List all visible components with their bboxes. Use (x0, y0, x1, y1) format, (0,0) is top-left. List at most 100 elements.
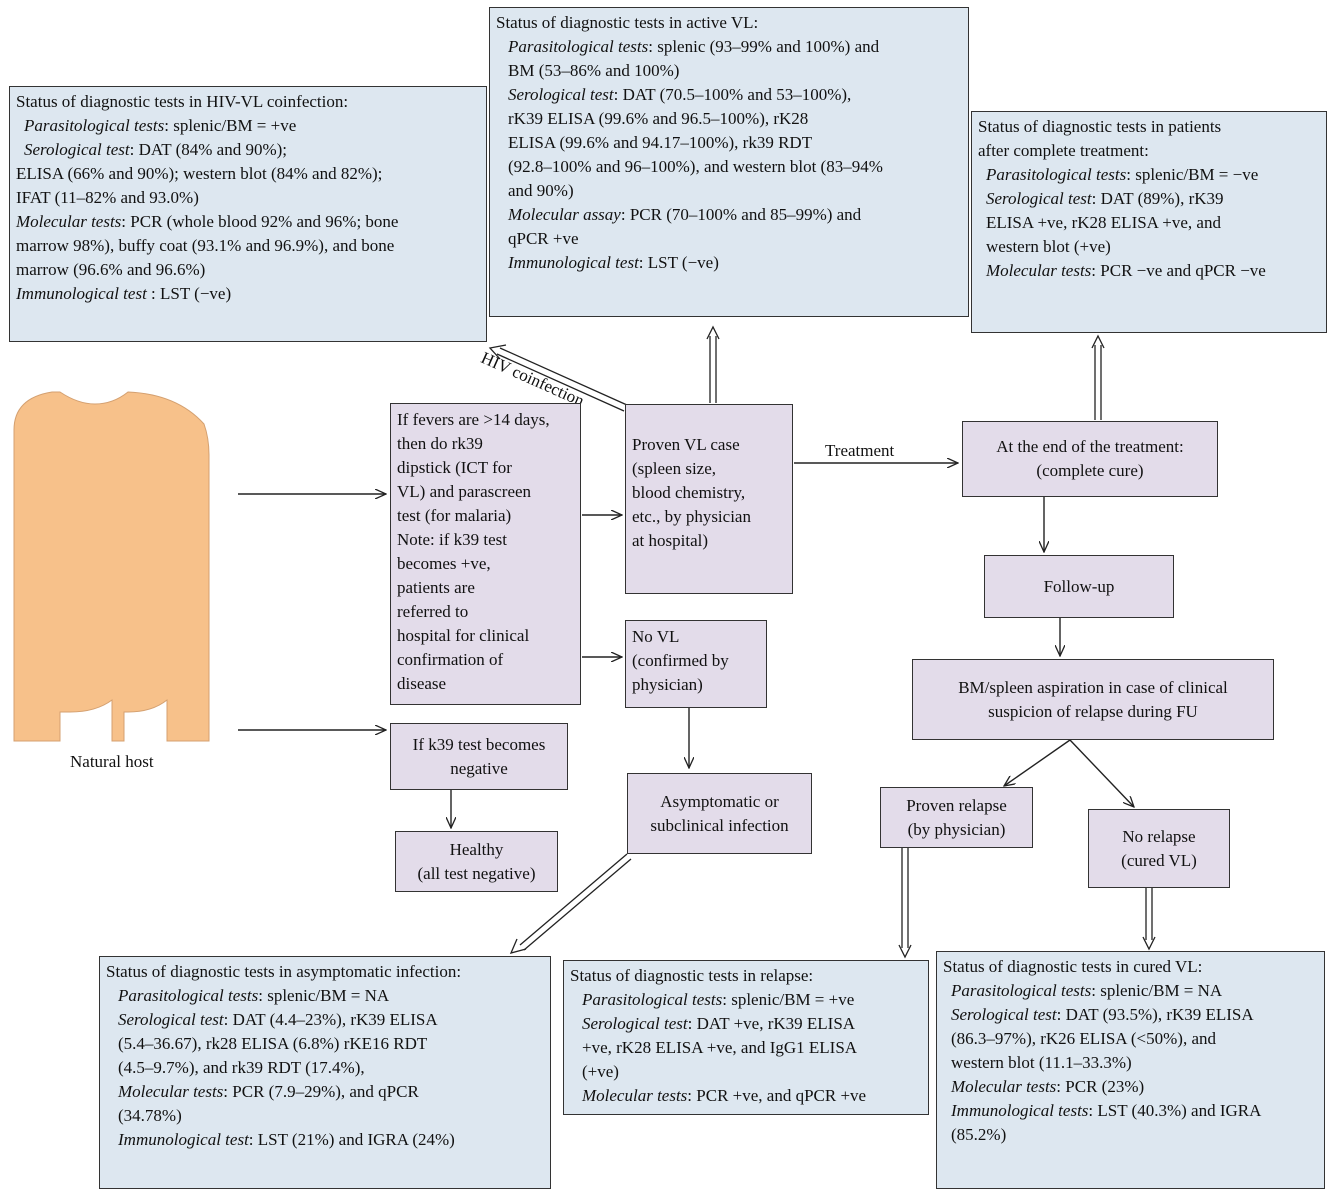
proven-line-1: Proven VL case (632, 435, 740, 454)
fever-line-4: VL) and parascreen (397, 482, 532, 501)
cured-molecular-label: Molecular tests (951, 1077, 1057, 1096)
relapse-line-2: (by physician) (907, 819, 1006, 839)
cured-serological-text: : DAT (93.5%), rK39 ELISA (1056, 1005, 1254, 1024)
active-parasitological-text: : splenic (93–99% and 100%) and (648, 37, 880, 56)
healthy-box: Healthy (all test negative) (395, 831, 558, 892)
k39-negative-box: If k39 test becomes negative (390, 723, 568, 790)
asym-small-line-1: Asymptomatic or (660, 791, 779, 811)
arrow-aspiration-to-norelapse (1069, 739, 1134, 807)
arrow-aspiration-to-relapse (1004, 739, 1071, 786)
cured-molecular-text: : PCR (23%) (1056, 1077, 1145, 1096)
asym-parasitological-label: Parasitological tests (118, 986, 259, 1005)
active-serological-label: Serological test (508, 85, 614, 104)
active-vl-status-box: Status of diagnostic tests in active VL:… (489, 7, 969, 317)
asym-serological-text: : DAT (4.4–23%), rK39 ELISA (223, 1010, 438, 1029)
neg-line-1: If k39 test becomes (412, 734, 546, 754)
asym-line-3: (5.4–36.67), rk28 ELISA (6.8%) rKE16 RDT (118, 1034, 428, 1053)
hiv-immunological-text: : LST (−ve) (146, 284, 232, 303)
fever-line-12: disease (397, 674, 447, 693)
fever-line-6: Note: if k39 test (397, 530, 508, 549)
asym-line-6: (34.78%) (118, 1106, 182, 1125)
double-arrow-asym-to-status (509, 853, 632, 954)
cured-vl-status-box: Status of diagnostic tests in cured VL: … (936, 951, 1325, 1189)
hiv-line-3: ELISA (66% and 90%); western blot (84% a… (16, 164, 383, 183)
relapse-parasitological-label: Parasitological tests (582, 990, 723, 1009)
proven-line-5: at hospital) (632, 531, 709, 550)
human-silhouette (13, 391, 210, 742)
asym-small-line-2: subclinical infection (650, 815, 789, 835)
fever-line-1: If fevers are >14 days, (397, 410, 550, 429)
relapse-status-line-4: (+ve) (582, 1062, 619, 1081)
asymptomatic-status-box: Status of diagnostic tests in asymptomat… (99, 956, 551, 1189)
relapse-parasitological-text: : splenic/BM = +ve (722, 990, 855, 1009)
active-parasitological-label: Parasitological tests (508, 37, 649, 56)
after-molecular-label: Molecular tests (986, 261, 1092, 280)
after-line-3: ELISA +ve, rK28 ELISA +ve, and (986, 213, 1221, 232)
active-line-6: (92.8–100% and 96–100%), and western blo… (508, 157, 883, 176)
after-parasitological-text: : splenic/BM = −ve (1126, 165, 1259, 184)
asym-immunological-label: Immunological test (118, 1130, 249, 1149)
novl-line-2: (confirmed by (632, 651, 729, 670)
fever-line-10: hospital for clinical (397, 626, 530, 645)
proven-relapse-box: Proven relapse (by physician) (880, 787, 1033, 848)
cured-line-3: (86.3–97%), rK26 ELISA (<50%), and (951, 1029, 1217, 1048)
cured-box-title: Status of diagnostic tests in cured VL: (943, 957, 1203, 976)
hiv-coinfection-status-box: Status of diagnostic tests in HIV-VL coi… (9, 86, 487, 342)
relapse-serological-label: Serological test (582, 1014, 688, 1033)
cured-immunological-text: : LST (40.3%) and IGRA (1088, 1101, 1262, 1120)
relapse-status-title: Status of diagnostic tests in relapse: (570, 966, 814, 985)
hiv-line-4: IFAT (11–82% and 93.0%) (16, 188, 199, 207)
hiv-parasitological-label: Parasitological tests (24, 116, 165, 135)
fever-line-8: patients are (397, 578, 475, 597)
active-line-5: ELISA (99.6% and 94.17–100%), rk39 RDT (508, 133, 813, 152)
hiv-box-title: Status of diagnostic tests in HIV-VL coi… (16, 92, 349, 111)
relapse-serological-text: : DAT +ve, rK39 ELISA (687, 1014, 856, 1033)
active-serological-text: : DAT (70.5–100% and 53–100%), (613, 85, 852, 104)
healthy-line-1: Healthy (449, 839, 504, 859)
fever-line-2: then do rk39 (397, 434, 483, 453)
hiv-line-7: marrow (96.6% and 96.6%) (16, 260, 206, 279)
double-arrow-end-to-after (1091, 334, 1105, 420)
cured-parasitological-text: : splenic/BM = NA (1091, 981, 1223, 1000)
asym-parasitological-text: : splenic/BM = NA (258, 986, 390, 1005)
active-immunological-text: : LST (−ve) (638, 253, 719, 272)
proven-vl-box: Proven VL case (spleen size, blood chemi… (625, 404, 793, 594)
novl-line-1: No VL (632, 627, 680, 646)
end-of-treatment-box: At the end of the treatment: (complete c… (962, 421, 1218, 497)
hiv-molecular-text: : PCR (whole blood 92% and 96%; bone (121, 212, 399, 231)
active-line-2: BM (53–86% and 100%) (508, 61, 680, 80)
fever-line-11: confirmation of (397, 650, 504, 669)
cured-line-7: (85.2%) (951, 1125, 1007, 1144)
active-molecular-text: : PCR (70–100% and 85–99%) and (620, 205, 862, 224)
after-parasitological-label: Parasitological tests (986, 165, 1127, 184)
relapse-molecular-text: : PCR +ve, and qPCR +ve (687, 1086, 867, 1105)
asymptomatic-box: Asymptomatic or subclinical infection (627, 773, 812, 854)
double-arrow-proven-to-active (706, 325, 720, 403)
hiv-parasitological-text: : splenic/BM = +ve (164, 116, 297, 135)
fever-line-9: referred to (397, 602, 469, 621)
fever-line-7: becomes +ve, (397, 554, 491, 573)
proven-line-4: etc., by physician (632, 507, 751, 526)
norelapse-line-2: (cured VL) (1121, 850, 1197, 870)
asym-line-4: (4.5–9.7%), and rk39 RDT (17.4%), (118, 1058, 365, 1077)
follow-up-text: Follow-up (1043, 576, 1115, 596)
no-relapse-box: No relapse (cured VL) (1088, 809, 1230, 888)
after-box-title-1: Status of diagnostic tests in patients (978, 117, 1222, 136)
double-arrow-relapse-to-status (898, 848, 912, 959)
hiv-molecular-label: Molecular tests (16, 212, 122, 231)
active-immunological-label: Immunological test (508, 253, 639, 272)
active-molecular-label: Molecular assay (508, 205, 621, 224)
double-arrow-hiv-coinfection (488, 344, 628, 412)
norelapse-line-1: No relapse (1122, 826, 1196, 846)
active-line-4: rK39 ELISA (99.6% and 96.5–100%), rK28 (508, 109, 809, 128)
hiv-immunological-label: Immunological test (16, 284, 147, 303)
relapse-status-line-3: +ve, rK28 ELISA +ve, and IgG1 ELISA (582, 1038, 858, 1057)
cured-serological-label: Serological test (951, 1005, 1057, 1024)
cured-immunological-label: Immunological tests (951, 1101, 1089, 1120)
natural-host-label: Natural host (70, 752, 154, 771)
after-molecular-text: : PCR −ve and qPCR −ve (1091, 261, 1266, 280)
proven-line-2: (spleen size, (632, 459, 717, 478)
relapse-status-box: Status of diagnostic tests in relapse: P… (563, 960, 929, 1115)
active-line-7: and 90%) (508, 181, 574, 200)
